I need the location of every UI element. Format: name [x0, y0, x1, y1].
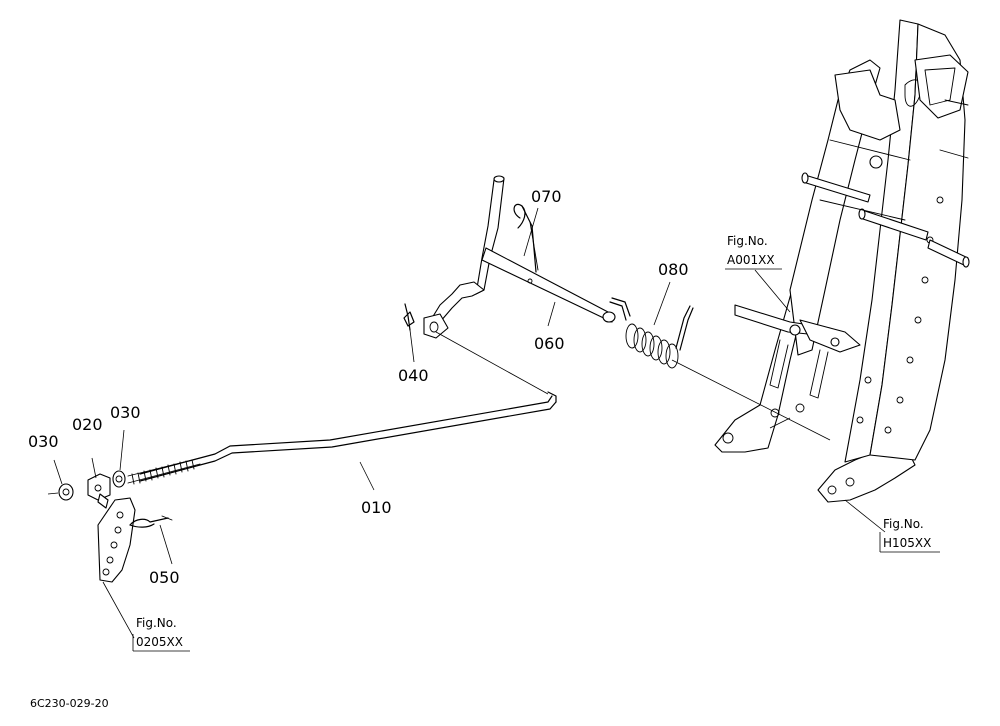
fig-ref-0205xx-code: 0205XX: [136, 635, 183, 649]
callout-070: 070: [531, 187, 562, 206]
pin-050: [129, 515, 173, 528]
pin-070: [513, 203, 539, 273]
fig-ref-a001xx-code: A001XX: [727, 253, 775, 267]
callout-030-left: 030: [28, 432, 59, 451]
callout-080: 080: [658, 260, 689, 279]
callout-030-right: 030: [110, 403, 141, 422]
lower-bracket-plate: [97, 497, 136, 583]
callout-050: 050: [149, 568, 180, 587]
fig-ref-a001xx-label: Fig.No.: [727, 234, 768, 248]
link-020: [87, 473, 111, 509]
lever-shaft-060: [423, 175, 616, 339]
fig-ref-h105xx: Fig.No. H105XX: [844, 499, 940, 553]
fig-ref-h105xx-label: Fig.No.: [883, 517, 924, 531]
fig-ref-0205xx: Fig.No. 0205XX: [102, 581, 190, 652]
callout-020: 020: [72, 415, 103, 434]
spring-080: [609, 297, 694, 369]
nut-030-right: [112, 470, 126, 488]
callout-010: 010: [361, 498, 392, 517]
frame-assembly: [714, 19, 970, 503]
nut-030-left: [47, 483, 74, 501]
rod-010: [127, 391, 557, 485]
fig-ref-0205xx-label: Fig.No.: [136, 616, 177, 630]
fig-ref-h105xx-code: H105XX: [883, 536, 931, 550]
assembly-lines: [435, 331, 831, 441]
callout-leaders: [53, 207, 671, 565]
callout-040: 040: [398, 366, 429, 385]
drawing-code: 6C230-029-20: [30, 697, 109, 710]
pin-040: [403, 303, 415, 331]
fig-ref-a001xx: Fig.No. A001XX: [725, 234, 791, 313]
callout-060: 060: [534, 334, 565, 353]
